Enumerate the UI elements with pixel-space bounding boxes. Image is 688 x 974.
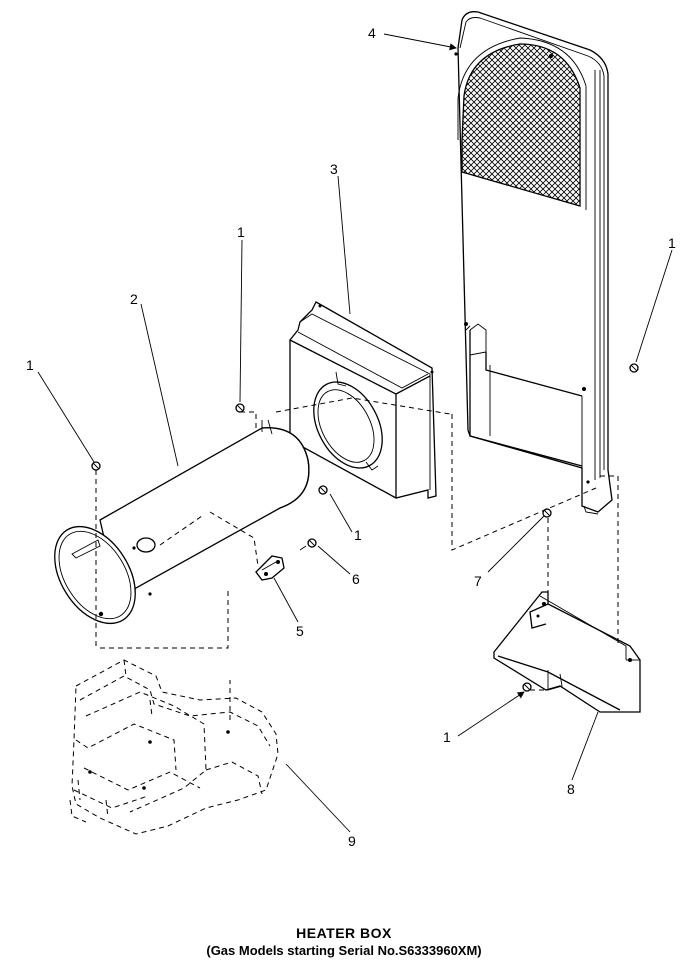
- screw-part-1-right: [629, 363, 639, 373]
- sensor-part-5: [255, 555, 285, 581]
- callout-1-right: 1: [668, 235, 676, 251]
- callout-1-left: 1: [26, 357, 34, 373]
- diagram-title: HEATER BOX: [296, 925, 392, 941]
- screw-part-1-top: [235, 403, 245, 413]
- screw-part-7: [542, 508, 552, 518]
- callout-4: 4: [368, 25, 376, 41]
- grille-panel: [461, 43, 581, 207]
- callout-1-bracket: 1: [443, 729, 451, 745]
- gas-valve-assembly-part-9: [69, 659, 279, 835]
- frame-opening: [313, 381, 383, 469]
- screw-part-1-frame: [318, 485, 328, 495]
- callout-labels: 4 3 1 1 2 1 1 6 7 5 1 8 9: [26, 25, 676, 849]
- sensor-port: [136, 537, 156, 553]
- callout-1-frame: 1: [354, 527, 362, 543]
- heater-box-frame-part-3: [289, 301, 437, 499]
- tube-inlet-end: [54, 525, 136, 625]
- callout-7: 7: [474, 573, 482, 589]
- screw-part-1-bracket: [522, 682, 532, 692]
- screw-part-6: [299, 538, 317, 551]
- leader-lines: [37, 33, 673, 833]
- callout-9: 9: [348, 833, 356, 849]
- diagram-subtitle: (Gas Models starting Serial No.S6333960X…: [206, 943, 482, 958]
- callout-5: 5: [296, 623, 304, 639]
- back-panel-part-4: [454, 11, 613, 515]
- callout-1-top: 1: [237, 224, 245, 240]
- alignment-lines: [95, 397, 619, 720]
- burner-tube-part-2: [54, 419, 310, 625]
- screw-part-1-left: [91, 461, 101, 471]
- callout-6: 6: [352, 571, 360, 587]
- bracket-part-8: [493, 591, 641, 713]
- callout-2: 2: [130, 291, 138, 307]
- callout-3: 3: [330, 161, 338, 177]
- callout-8: 8: [567, 781, 575, 797]
